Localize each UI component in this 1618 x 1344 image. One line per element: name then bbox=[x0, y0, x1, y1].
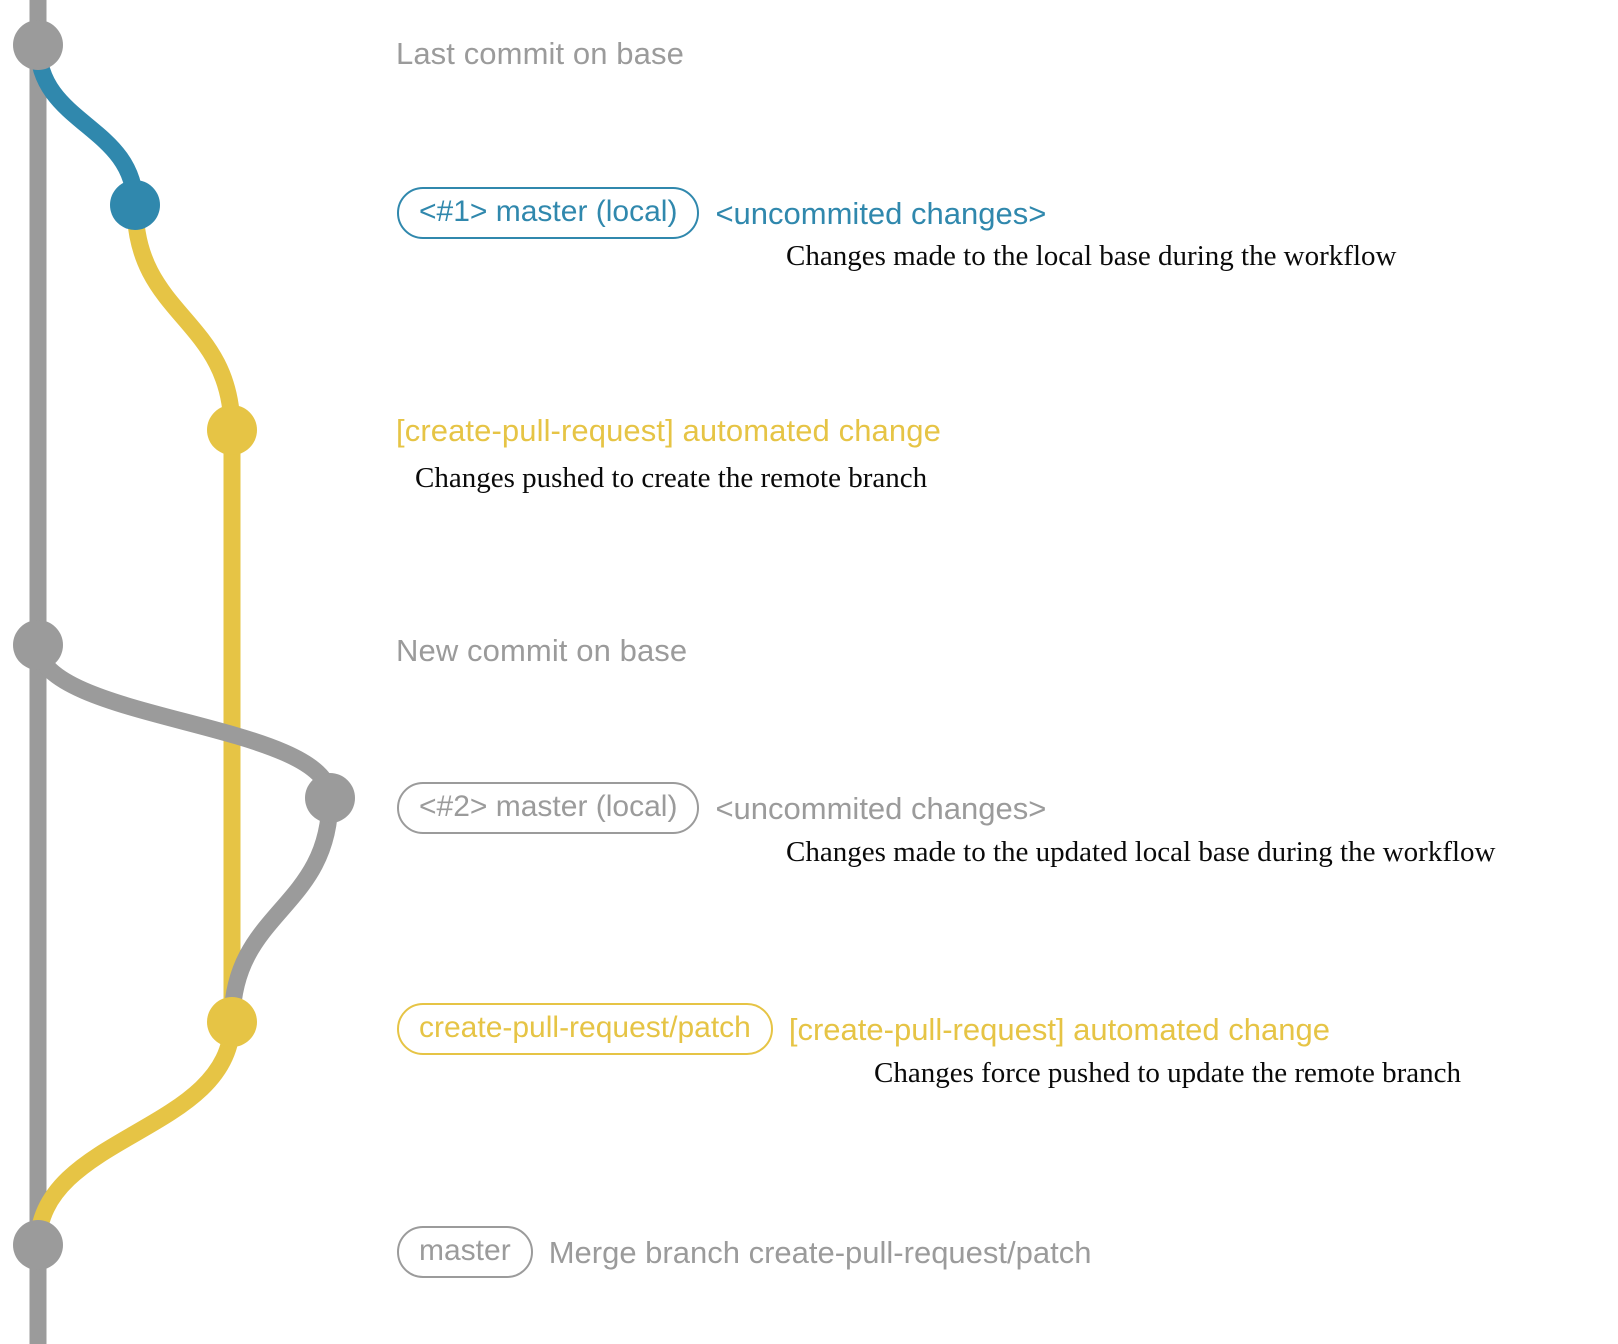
master-local-1-node[interactable] bbox=[110, 180, 160, 230]
automated-change-2-node[interactable] bbox=[207, 997, 257, 1047]
commit-subject-automated-change-2: [create-pull-request] automated change bbox=[788, 1011, 1330, 1047]
commit-note-automated-change-1: Changes pushed to create the remote bran… bbox=[415, 462, 928, 494]
commit-note-master-local-1: Changes made to the local base during th… bbox=[786, 240, 1397, 272]
commit-note-automated-change-2: Changes force pushed to update the remot… bbox=[874, 1057, 1462, 1089]
new-commit-on-base-node[interactable] bbox=[13, 620, 63, 670]
last-commit-on-base-node[interactable] bbox=[13, 20, 63, 70]
ref-chip-automated-change-2[interactable]: create-pull-request/patch bbox=[397, 1003, 773, 1055]
automated-change-1-node[interactable] bbox=[207, 405, 257, 455]
edge-basenew-to-local2 bbox=[29, 636, 339, 807]
commit-row-master-local-1: <#1> master (local) <uncommited changes> bbox=[397, 187, 1046, 239]
merge-master-node[interactable] bbox=[13, 1220, 63, 1270]
commit-subject-merge-master: Merge branch create-pull-request/patch bbox=[548, 1234, 1092, 1270]
commit-row-automated-change-2: create-pull-request/patch [create-pull-re… bbox=[397, 1003, 1330, 1055]
git-graph-edges bbox=[29, 0, 339, 1344]
commit-subject-master-local-2: <uncommited changes> bbox=[715, 790, 1047, 826]
commit-subject-last-commit-on-base: Last commit on base bbox=[396, 36, 684, 71]
edge-patch2-to-merge bbox=[29, 1013, 241, 1254]
commit-subject-new-commit-on-base: New commit on base bbox=[396, 633, 688, 668]
ref-chip-merge-master[interactable]: master bbox=[397, 1226, 533, 1278]
commit-row-merge-master: master Merge branch create-pull-request/p… bbox=[397, 1226, 1091, 1278]
commit-subject-master-local-1: <uncommited changes> bbox=[715, 195, 1047, 231]
master-local-2-node[interactable] bbox=[305, 773, 355, 823]
commit-row-master-local-2: <#2> master (local) <uncommited changes> bbox=[397, 782, 1046, 834]
ref-chip-master-local-2[interactable]: <#2> master (local) bbox=[397, 782, 700, 834]
git-graph-canvas bbox=[13, 0, 355, 1344]
edge-local2-to-patch2 bbox=[223, 789, 339, 1031]
ref-chip-master-local-1[interactable]: <#1> master (local) bbox=[397, 187, 700, 239]
commit-subject-automated-change-1: [create-pull-request] automated change bbox=[396, 413, 941, 448]
edge-base-to-local1 bbox=[29, 36, 144, 214]
commit-note-master-local-2: Changes made to the updated local base d… bbox=[786, 836, 1496, 868]
git-graph-nodes bbox=[13, 20, 355, 1270]
edge-local1-to-patch1 bbox=[126, 196, 241, 439]
